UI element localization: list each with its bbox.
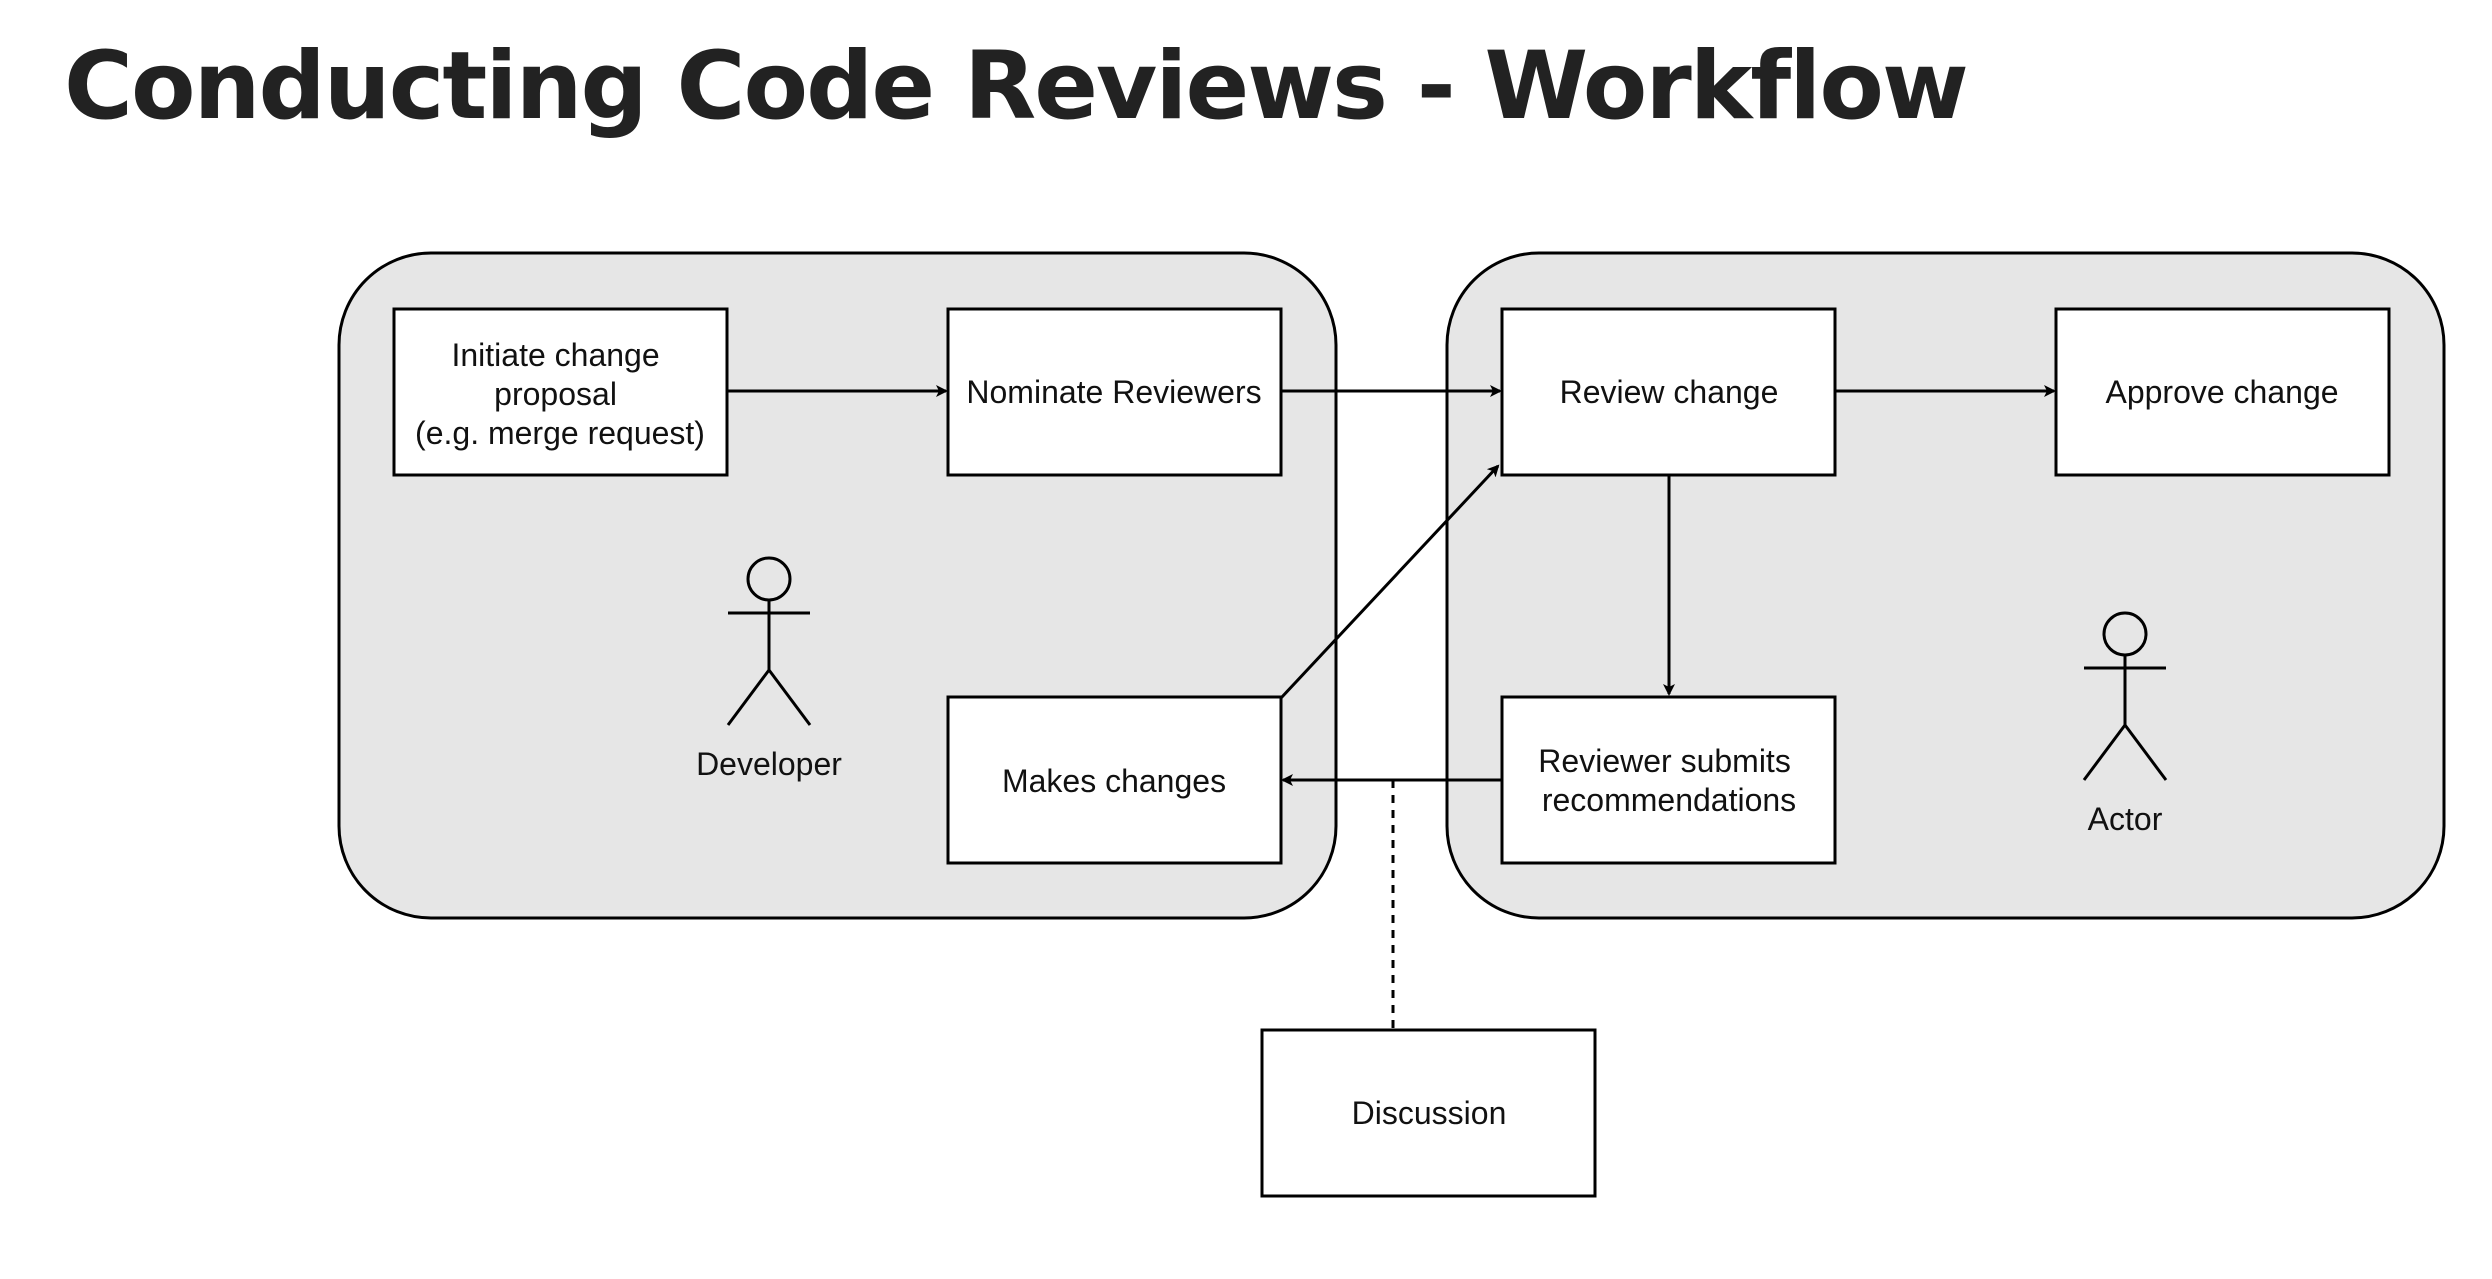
page-title: Conducting Code Reviews - Workflow — [64, 32, 1969, 141]
svg-text:Makes changes: Makes changes — [1002, 763, 1226, 799]
node-nominate-line-1: Nominate Reviewers — [966, 374, 1261, 410]
node-submit-line-1: Reviewer submits — [1538, 743, 1791, 779]
node-makes-changes: Makes changes — [946, 695, 1283, 865]
svg-text:Approve change: Approve change — [2105, 374, 2338, 410]
node-nominate-reviewers: Nominate Reviewers — [946, 307, 1283, 477]
node-discussion-line-1: Discussion — [1352, 1095, 1507, 1131]
node-makes-line-1: Makes changes — [1002, 763, 1226, 799]
svg-text:Discussion: Discussion — [1352, 1095, 1507, 1131]
reviewer-actor-label: Actor — [2088, 801, 2163, 837]
node-initiate-line-1: Initiate change — [451, 337, 659, 373]
node-review-change: Review change — [1500, 307, 1837, 477]
node-approve-line-1: Approve change — [2105, 374, 2338, 410]
developer-actor-icon — [726, 556, 812, 726]
reviewer-actor-icon — [2082, 611, 2168, 781]
node-initiate-line-2: proposal — [494, 376, 617, 412]
developer-actor-label: Developer — [696, 746, 842, 782]
node-review-line-1: Review change — [1560, 374, 1779, 410]
node-reviewer-submits: Reviewer submits recommendations — [1500, 695, 1837, 865]
node-submit-line-2: recommendations — [1542, 782, 1796, 818]
svg-text:Nominate Reviewers: Nominate Reviewers — [966, 374, 1261, 410]
node-initiate-change: Initiate change proposal (e.g. merge req… — [392, 307, 729, 477]
node-initiate-line-3: (e.g. merge request) — [415, 415, 705, 451]
node-discussion: Discussion — [1260, 1028, 1597, 1198]
svg-text:Reviewer submits recomme: Reviewer submits recommendations — [1538, 743, 1799, 818]
svg-text:Initiate change proposal: Initiate change proposal (e.g. merge req… — [415, 337, 705, 451]
node-approve-change: Approve change — [2054, 307, 2391, 477]
arrow-makes-to-review — [1279, 464, 1500, 700]
svg-text:Review change: Review change — [1560, 374, 1779, 410]
